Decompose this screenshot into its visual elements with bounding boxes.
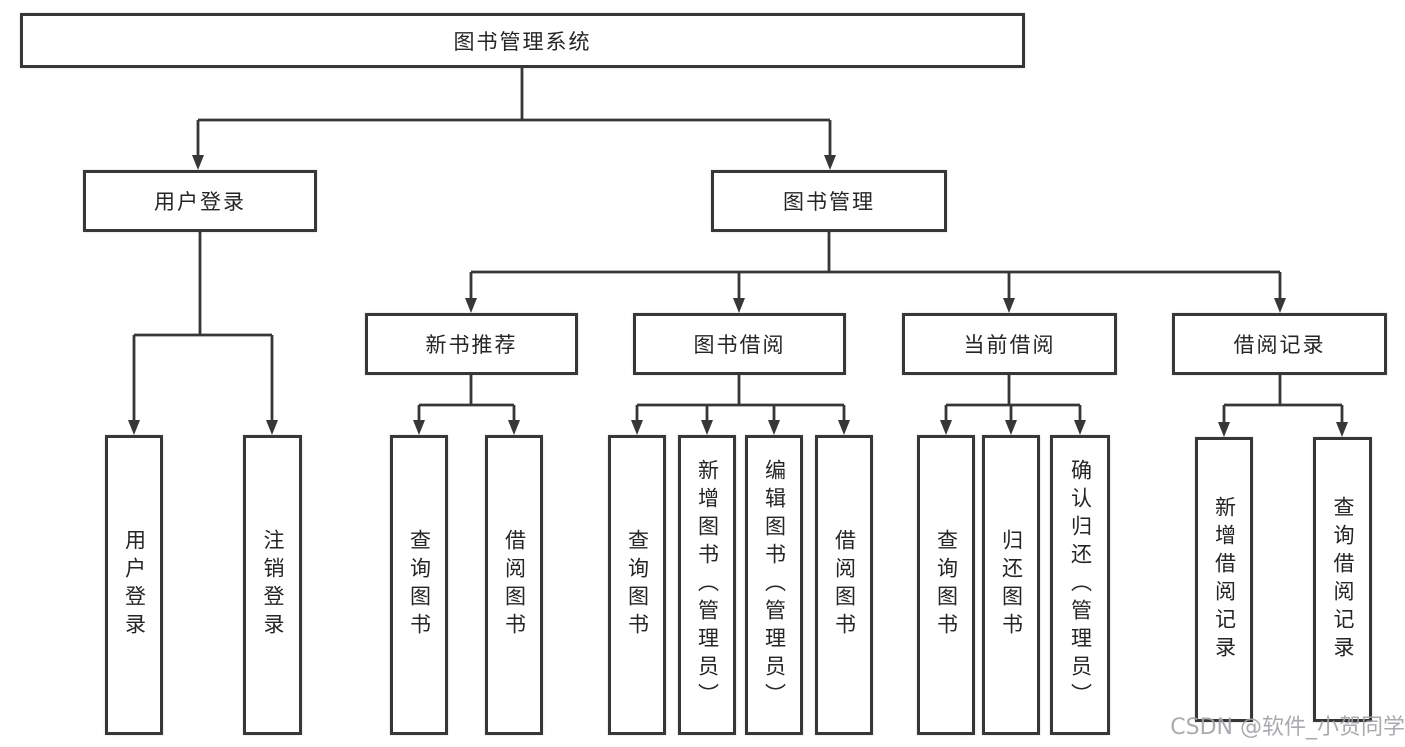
leaf-add-borrow-record: 新增借阅记录 <box>1195 437 1253 722</box>
leaf-edit-books-admin: 编辑图书（管理员） <box>745 435 803 735</box>
leaf-return-books: 归还图书 <box>982 435 1040 735</box>
leaf-query-borrow-record-label: 查询借阅记录 <box>1331 495 1355 664</box>
leaf-confirm-return-admin-label: 确认归还（管理员） <box>1068 459 1093 711</box>
leaf-confirm-return-admin: 确认归还（管理员） <box>1050 435 1110 735</box>
node-book-management: 图书管理 <box>711 170 947 232</box>
node-user-login: 用户登录 <box>83 170 317 232</box>
leaf-return-books-label: 归还图书 <box>999 529 1024 641</box>
leaf-current-query-books: 查询图书 <box>917 435 975 735</box>
node-new-book-recommend: 新书推荐 <box>365 313 578 375</box>
leaf-query-borrow-record: 查询借阅记录 <box>1313 437 1372 722</box>
leaf-logout: 注销登录 <box>243 435 302 735</box>
connector-book-mgmt-children <box>465 232 1286 313</box>
leaf-newrec-borrow-books-label: 借阅图书 <box>502 529 527 641</box>
leaf-borrow-books-label: 借阅图书 <box>832 529 857 641</box>
leaf-borrow-query-books-label: 查询图书 <box>625 529 650 641</box>
connector-new-book-rec-children <box>413 375 520 435</box>
leaf-newrec-query-books: 查询图书 <box>390 435 448 735</box>
leaf-newrec-borrow-books: 借阅图书 <box>485 435 543 735</box>
leaf-borrow-books: 借阅图书 <box>815 435 873 735</box>
leaf-borrow-query-books: 查询图书 <box>608 435 666 735</box>
node-root-system: 图书管理系统 <box>20 13 1025 68</box>
node-borrow-records: 借阅记录 <box>1172 313 1387 375</box>
leaf-add-borrow-record-label: 新增借阅记录 <box>1212 495 1237 664</box>
leaf-logout-label: 注销登录 <box>261 529 285 641</box>
node-current-borrow: 当前借阅 <box>902 313 1117 375</box>
connector-borrow-records-children <box>1218 375 1348 437</box>
leaf-current-query-books-label: 查询图书 <box>934 529 959 641</box>
node-book-borrow: 图书借阅 <box>633 313 846 375</box>
leaf-add-books-admin-label: 新增图书（管理员） <box>695 459 720 711</box>
connector-book-borrow-children <box>631 375 850 435</box>
connector-current-borrow-children <box>940 375 1086 435</box>
leaf-newrec-query-books-label: 查询图书 <box>407 529 432 641</box>
leaf-user-login-label: 用户登录 <box>122 529 147 641</box>
leaf-edit-books-admin-label: 编辑图书（管理员） <box>762 459 787 711</box>
connector-root-to-level2 <box>192 68 836 170</box>
connector-user-login-children <box>128 232 278 435</box>
leaf-user-login: 用户登录 <box>105 435 163 735</box>
csdn-watermark: CSDN @软件_小贺同学 <box>1170 715 1405 740</box>
leaf-add-books-admin: 新增图书（管理员） <box>678 435 736 735</box>
